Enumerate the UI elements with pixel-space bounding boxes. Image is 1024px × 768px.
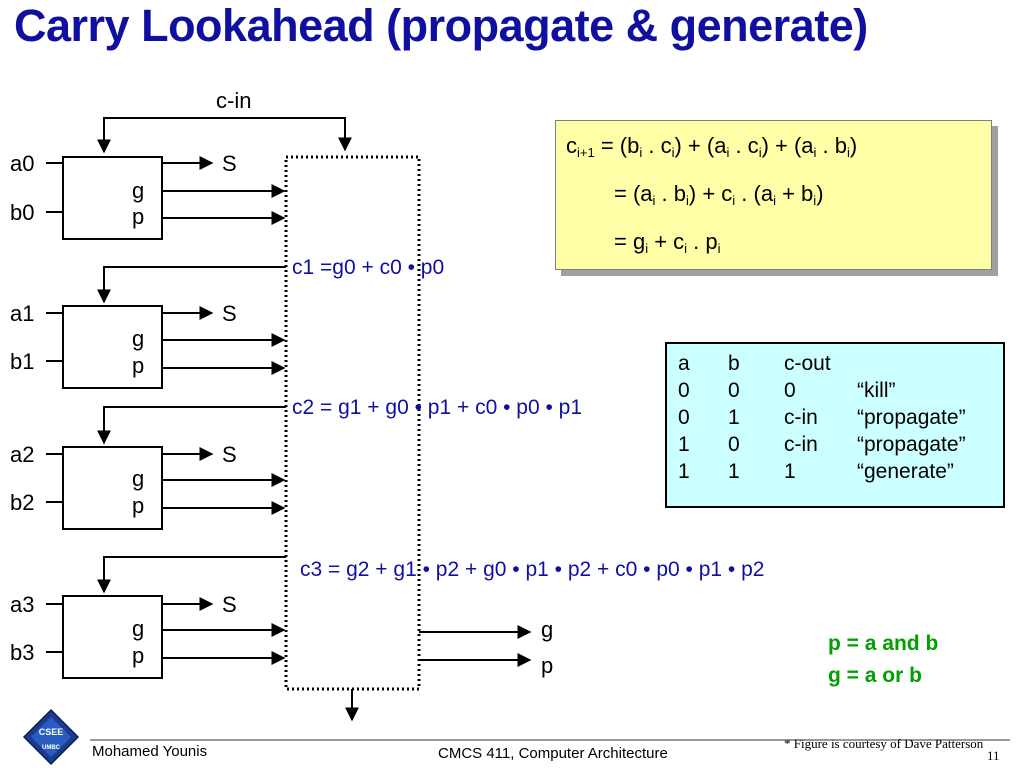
p-label-2: p — [132, 493, 145, 518]
g-label-3: g — [132, 616, 145, 641]
input-a3: a3 — [10, 592, 35, 617]
adder-box-2 — [62, 446, 163, 530]
table-cell: 0 — [728, 379, 740, 402]
footer-course: CMCS 411, Computer Architecture — [438, 745, 668, 762]
g-label-1: g — [132, 326, 145, 351]
table-row: 0 1 c-in “propagate” — [667, 406, 1003, 432]
table-cell: 0 — [728, 433, 740, 456]
table-row: 0 0 0 “kill” — [667, 379, 1003, 405]
table-header: c-out — [784, 352, 831, 375]
g-label-2: g — [132, 466, 145, 491]
carry-equation-c1: c1 =g0 + c0 • p0 — [292, 256, 445, 279]
table-cell: 1 — [678, 460, 690, 483]
csee-logo: CSEE UMBC — [22, 708, 80, 766]
footer-author: Mohamed Younis — [92, 743, 208, 760]
adder-box-1 — [62, 305, 163, 389]
p-label-1: p — [132, 353, 145, 378]
carry-truth-table: a b c-out 0 0 0 “kill” 0 1 c-in “propaga… — [665, 342, 1005, 508]
table-cell: “generate” — [857, 460, 954, 483]
table-cell: 1 — [784, 460, 796, 483]
g-label-0: g — [132, 178, 145, 203]
table-cell: 1 — [678, 433, 690, 456]
input-b0: b0 — [10, 200, 35, 225]
table-cell: “propagate” — [857, 406, 966, 429]
table-header-row: a b c-out — [667, 352, 1003, 378]
output-p-label: p — [541, 653, 554, 678]
p-label-3: p — [132, 643, 145, 668]
formula-line-3: = gi + ci . pi — [614, 229, 721, 256]
input-b3: b3 — [10, 640, 35, 665]
table-header: a — [678, 352, 690, 375]
table-cell: “kill” — [857, 379, 896, 402]
carry-lookahead-unit — [284, 155, 421, 691]
carry-equation-c2: c2 = g1 + g0 • p1 + c0 • p0 • p1 — [292, 396, 583, 419]
footer-credit: * Figure is courtesy of Dave Patterson — [784, 736, 984, 751]
table-row: 1 1 1 “generate” — [667, 460, 1003, 486]
sum-label-0: S — [222, 151, 237, 176]
svg-text:UMBC: UMBC — [42, 745, 61, 751]
input-a2: a2 — [10, 442, 35, 467]
formula-line-2: = (ai . bi) + ci . (ai + bi) — [614, 181, 824, 208]
input-b2: b2 — [10, 490, 35, 515]
sum-label-2: S — [222, 442, 237, 467]
slide-title: Carry Lookahead (propagate & generate) — [14, 0, 868, 51]
svg-text:CSEE: CSEE — [39, 727, 64, 737]
formula-line-1: ci+1 = (bi . ci) + (ai . ci) + (ai . bi) — [566, 133, 858, 160]
table-cell: c-in — [784, 406, 818, 429]
cin-label: c-in — [216, 88, 252, 113]
input-a1: a1 — [10, 301, 35, 326]
sum-label-3: S — [222, 592, 237, 617]
table-row: 1 0 c-in “propagate” — [667, 433, 1003, 459]
input-a0: a0 — [10, 151, 35, 176]
table-cell: 1 — [728, 460, 740, 483]
table-cell: 0 — [678, 406, 690, 429]
carry-formula-box: ci+1 = (bi . ci) + (ai . ci) + (ai . bi)… — [555, 120, 992, 270]
table-cell: 0 — [784, 379, 796, 402]
definition-g: g = a or b — [828, 664, 922, 687]
table-cell: 1 — [728, 406, 740, 429]
adder-box-3 — [62, 595, 163, 679]
input-b1: b1 — [10, 349, 35, 374]
carry-equation-c3: c3 = g2 + g1 • p2 + g0 • p1 • p2 + c0 • … — [300, 558, 765, 581]
table-header: b — [728, 352, 740, 375]
adder-box-0 — [62, 156, 163, 240]
output-g-label: g — [541, 617, 554, 642]
definition-p: p = a and b — [828, 632, 939, 655]
sum-label-1: S — [222, 301, 237, 326]
table-cell: 0 — [678, 379, 690, 402]
p-label-0: p — [132, 204, 145, 229]
table-cell: c-in — [784, 433, 818, 456]
table-cell: “propagate” — [857, 433, 966, 456]
page-number: 11 — [987, 748, 1000, 763]
cin-wire — [97, 117, 352, 154]
